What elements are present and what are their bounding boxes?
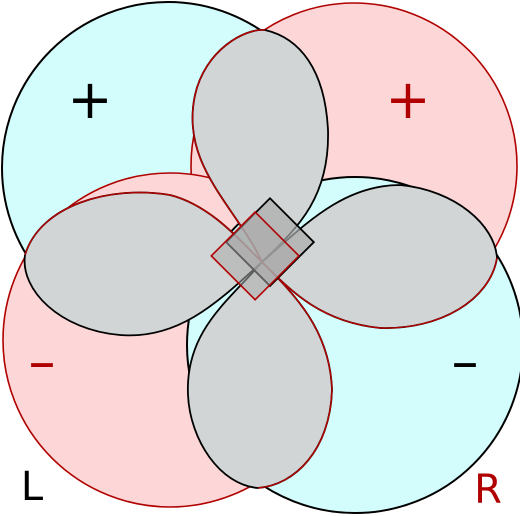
lobe-top-red-outline — [191, 29, 266, 263]
corner-label-right: R — [474, 467, 502, 513]
lobe-right-red-outline — [261, 257, 498, 329]
sign-bottom-right: – — [452, 330, 479, 393]
lobe-bottom-red-outline — [257, 261, 333, 489]
corner-label-left: L — [21, 464, 44, 510]
sign-top-left: + — [67, 68, 112, 131]
sign-top-right: + — [385, 68, 430, 131]
center-square-red — [210, 210, 301, 301]
sign-bottom-left: – — [29, 330, 56, 393]
